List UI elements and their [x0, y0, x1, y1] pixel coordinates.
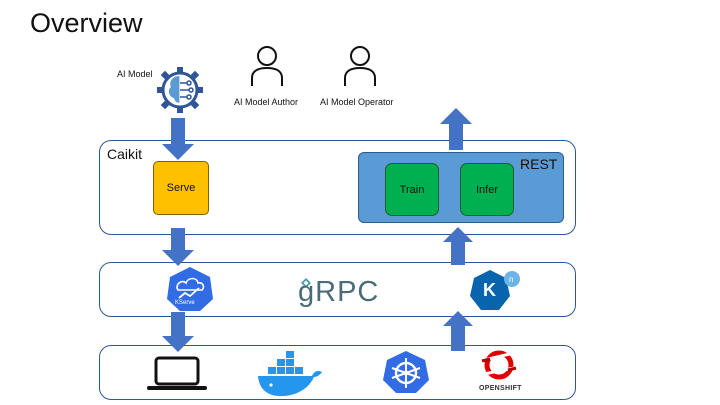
- arrow-down-kserve-to-infra: [162, 312, 194, 352]
- openshift-logo-text: OPENSHIFT: [479, 385, 522, 392]
- openshift-icon: [481, 350, 517, 380]
- operator-label: AI Model Operator: [320, 97, 394, 107]
- arrow-up-rest-to-actors: [440, 108, 472, 150]
- train-box: Train: [385, 163, 439, 216]
- person-icon: [344, 46, 376, 86]
- person-icon: [251, 46, 283, 86]
- arrow-up-infra-to-knative: [443, 311, 473, 351]
- infer-label: Infer: [475, 183, 498, 196]
- kubernetes-icon: [383, 351, 429, 393]
- arrow-up-knative-to-rest: [443, 227, 473, 265]
- grpc-logo: gRPC: [298, 276, 380, 308]
- caikit-label: Caikit: [107, 146, 143, 162]
- ai-model-label: AI Model: [117, 69, 153, 79]
- kserve-logo-text: KServe: [175, 300, 195, 306]
- knative-icon: n: [470, 270, 520, 310]
- laptop-icon: [147, 356, 207, 390]
- infer-box: Infer: [460, 163, 514, 216]
- author-label: AI Model Author: [234, 97, 299, 107]
- serve-box: Serve: [153, 161, 209, 215]
- docker-icon: [258, 351, 322, 397]
- grpc-diamond-icon: [301, 278, 311, 288]
- brain-gear-icon: [157, 67, 203, 113]
- page-title: Overview: [30, 8, 143, 38]
- serve-label: Serve: [166, 182, 196, 194]
- svg-text:n: n: [509, 275, 513, 284]
- train-label: Train: [399, 183, 425, 196]
- arrow-down-model-to-serve: [162, 118, 194, 160]
- arrow-down-caikit-to-kserve: [162, 228, 194, 266]
- kserve-icon: [167, 267, 213, 311]
- knative-logo-text: K: [483, 280, 496, 300]
- rest-label: REST: [520, 156, 558, 172]
